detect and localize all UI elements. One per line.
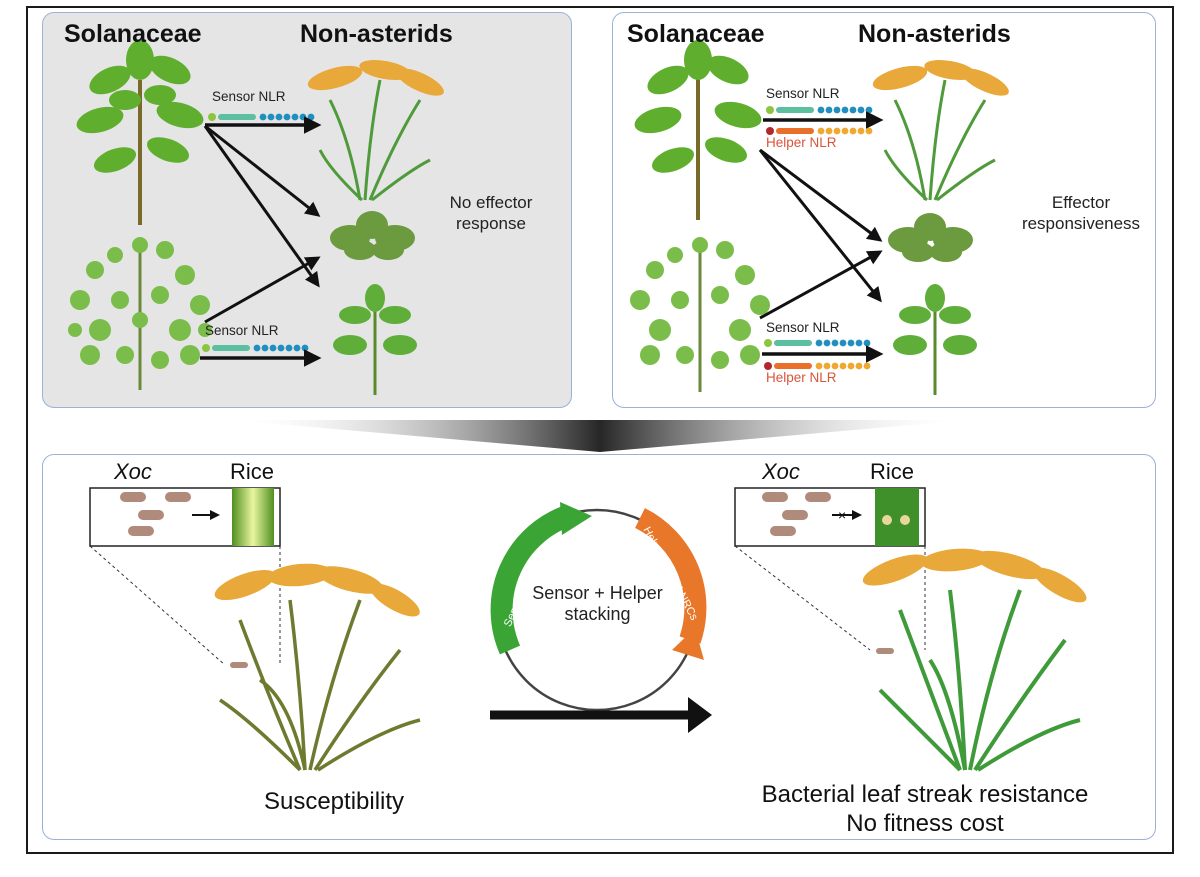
arrow-pepper-soybean-2 bbox=[758, 149, 882, 303]
arabidopsis-plant-icon-2 bbox=[888, 213, 973, 262]
right-inset-host: Rice bbox=[870, 459, 915, 484]
right-caption-2: No fitness cost bbox=[846, 810, 1004, 837]
sensor-arc bbox=[490, 504, 574, 655]
left-inset-host: Rice bbox=[230, 459, 275, 484]
arrow-benth-arabidopsis bbox=[204, 256, 321, 324]
plasmid-center-label: Sensor + Helper stacking bbox=[532, 583, 663, 624]
svg-text:×: × bbox=[838, 507, 846, 523]
helper-arc bbox=[634, 508, 707, 644]
convergence-funnel bbox=[230, 420, 970, 452]
tl-header-right: Non-asterids bbox=[300, 20, 453, 48]
soybean-plant-icon-2 bbox=[893, 284, 977, 395]
sensor-nlr-construct-2 bbox=[200, 344, 322, 367]
tr-helper-label-2: Helper NLR bbox=[766, 370, 837, 385]
sensor-nlr-construct-1 bbox=[205, 113, 322, 134]
sensor-nlr-construct-3 bbox=[763, 106, 884, 129]
benthamiana-plant-icon-2 bbox=[630, 237, 770, 392]
left-inset-pathogen: Xoc bbox=[114, 459, 152, 484]
resistant-rice-icon bbox=[862, 548, 1087, 772]
tl-outcome: No effector response bbox=[449, 193, 533, 233]
rice-plant-icon-2 bbox=[872, 60, 1009, 202]
arabidopsis-plant-icon bbox=[330, 211, 415, 260]
plasmid-diagram bbox=[490, 502, 707, 712]
helper-nlr-construct-2 bbox=[764, 362, 871, 370]
inset-susceptible bbox=[89, 487, 281, 668]
tl-sensor-label-1: Sensor NLR bbox=[212, 89, 286, 104]
tr-sensor-label-2: Sensor NLR bbox=[766, 320, 840, 335]
tr-header-right: Non-asterids bbox=[858, 20, 1011, 48]
figure-frame bbox=[26, 6, 1174, 854]
tr-outcome: Effector responsiveness bbox=[1021, 193, 1141, 233]
pepper-plant-icon bbox=[76, 40, 204, 225]
rice-plant-icon bbox=[307, 60, 444, 202]
sensor-nlr-construct-4 bbox=[762, 339, 884, 363]
tl-header-left: Solanaceae bbox=[64, 20, 202, 48]
tr-header-left: Solanaceae bbox=[627, 20, 765, 48]
arrow-pepper-arabidopsis-2 bbox=[759, 148, 883, 242]
tr-sensor-label-1: Sensor NLR bbox=[766, 86, 840, 101]
left-caption: Susceptibility bbox=[263, 788, 405, 815]
helper-nlr-construct-1 bbox=[766, 127, 873, 135]
right-inset-pathogen: Xoc bbox=[762, 459, 800, 484]
arrow-pepper-arabidopsis bbox=[204, 124, 321, 217]
tl-sensor-label-2: Sensor NLR bbox=[205, 323, 279, 338]
soybean-plant-icon bbox=[333, 284, 417, 395]
arrow-pepper-soybean bbox=[203, 125, 320, 288]
right-caption-1: Bacterial leaf streak resistance bbox=[761, 781, 1089, 808]
benthamiana-plant-icon bbox=[68, 237, 212, 390]
arrow-benth-arabidopsis-2 bbox=[759, 250, 883, 320]
tr-helper-label-1: Helper NLR bbox=[766, 135, 837, 150]
pepper-plant-icon-2 bbox=[634, 40, 762, 220]
inset-resistant: × bbox=[734, 487, 926, 654]
susceptible-rice-icon bbox=[214, 563, 421, 772]
panel-sensor-only bbox=[42, 12, 572, 408]
